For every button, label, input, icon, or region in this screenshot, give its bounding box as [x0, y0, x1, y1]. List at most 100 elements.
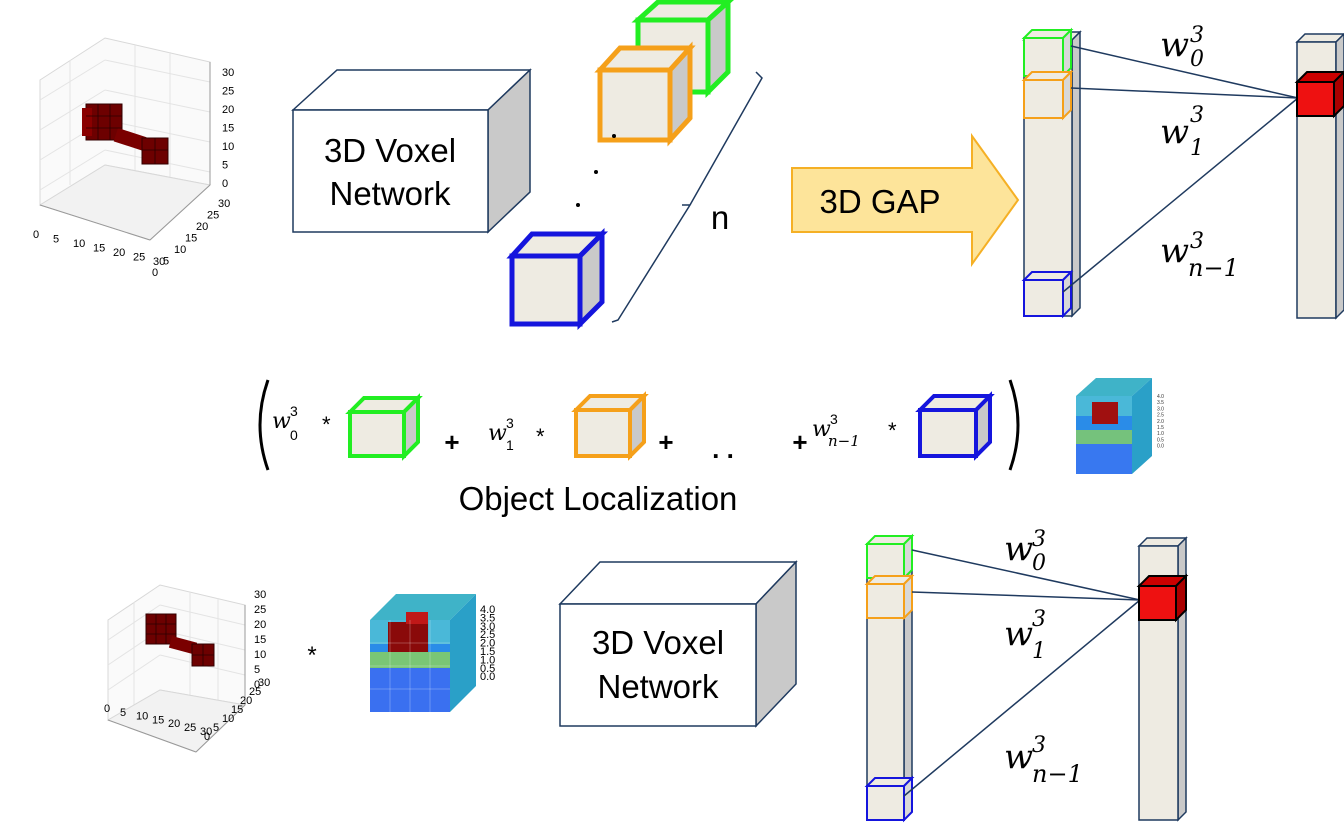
x-tick-label: 10 — [73, 238, 85, 250]
z-tick-label: 20 — [222, 104, 234, 116]
z-tick-label: 1.5 — [1157, 425, 1164, 431]
z-tick-label: 10 — [254, 649, 266, 661]
heatmap-large-ticks: 4.03.53.02.52.01.51.00.50.0 — [480, 604, 495, 683]
z-tick-label: 10 — [222, 141, 234, 153]
weight-label-wn-top: w 3 n−1 — [1160, 229, 1239, 282]
y-tick-label: 15 — [231, 704, 243, 716]
z-tick-label: 3.5 — [480, 612, 495, 624]
gap-cell-blue — [864, 775, 915, 823]
left-paren — [258, 379, 270, 471]
object-localization-caption: Object Localization — [459, 480, 738, 517]
z-tick-label: 15 — [254, 634, 266, 646]
z-tick-label: 2.0 — [480, 638, 495, 650]
svg-text:0: 0 — [1032, 551, 1046, 576]
z-tick-label: 1.0 — [480, 654, 495, 666]
voxel-object-top — [82, 103, 169, 165]
gap-cell-green — [1021, 27, 1074, 79]
n-label: n — [711, 199, 729, 236]
weight-lines-top — [1062, 45, 1299, 293]
svg-text:w: w — [1160, 112, 1189, 152]
network-label-line2: Network — [329, 175, 451, 212]
localization-formula: w 3 0 * + w 3 1 * + . . + w 3 n−1 — [258, 379, 1020, 517]
formula-w0: w 3 0 * — [272, 403, 331, 443]
z-tick-label: 0.0 — [480, 671, 495, 683]
x-tick-label: 5 — [120, 707, 126, 719]
output-vector-bottom — [1136, 536, 1189, 822]
heatmap-cube-large: 4.03.53.02.52.01.51.00.50.0 — [370, 594, 495, 712]
z-tick-label: 0.0 — [1157, 444, 1164, 450]
z-tick-label: 25 — [254, 604, 266, 616]
formula-wn: w 3 n−1 * — [812, 411, 897, 450]
x-tick-label: 10 — [136, 711, 148, 723]
y-tick-label: 30 — [218, 198, 230, 210]
z-tick-label: 30 — [254, 589, 266, 601]
y-tick-label: 0 — [152, 267, 158, 279]
svg-text:3: 3 — [506, 415, 514, 431]
gap-cell-orange — [1021, 69, 1074, 121]
svg-text:3: 3 — [1032, 733, 1046, 758]
x-tick-label: 30 — [153, 256, 165, 268]
formula-w1: w 3 1 * — [488, 415, 545, 453]
formula-cube-orange — [571, 391, 649, 461]
z-tick-label: 3.0 — [480, 621, 495, 633]
gap-vector-top — [1021, 27, 1082, 319]
gap-cell-orange — [864, 573, 915, 621]
z-tick-label: 4.0 — [480, 604, 495, 616]
x-tick-label: 0 — [104, 703, 110, 715]
weight-label-w1-top: w 3 1 — [1160, 103, 1204, 161]
gap-arrow: 3D GAP — [791, 132, 1020, 268]
y-tick-label: 25 — [207, 210, 219, 222]
y-tick-label: 20 — [196, 221, 208, 233]
x-tick-label: 20 — [113, 247, 125, 259]
svg-text:w: w — [1004, 529, 1033, 569]
network-label-line1: 3D Voxel — [592, 624, 724, 661]
voxel-object-bottom — [145, 613, 215, 667]
z-tick-label: 20 — [254, 619, 266, 631]
dots-top — [576, 134, 616, 207]
z-tick-label: 5 — [222, 160, 228, 172]
x-tick-label: 30 — [200, 726, 212, 738]
formula-cube-green — [345, 393, 423, 461]
svg-text:*: * — [322, 412, 331, 437]
output-vector-top — [1294, 32, 1344, 320]
svg-text:3: 3 — [1032, 607, 1046, 632]
network-label-line1: 3D Voxel — [324, 132, 456, 169]
svg-text:w: w — [1160, 25, 1189, 65]
multiply-star: * — [307, 642, 316, 669]
gap-label: 3D GAP — [819, 183, 940, 220]
weight-lines-bottom — [903, 549, 1141, 797]
y-tick-label: 30 — [258, 677, 270, 689]
formula-cube-blue — [915, 391, 995, 461]
weight-label-w0-bottom: w 3 0 — [1004, 527, 1046, 576]
svg-text:n−1: n−1 — [828, 432, 860, 450]
svg-text:1: 1 — [1190, 136, 1204, 161]
x-tick-label: 25 — [184, 722, 196, 734]
svg-text:3: 3 — [1190, 103, 1204, 128]
heatmap-cube-small: 4.03.53.02.52.01.51.00.50.0 — [1076, 378, 1164, 474]
svg-text:w: w — [812, 417, 831, 442]
y-tick-label: 5 — [163, 256, 169, 268]
z-tick-label: 5 — [254, 664, 260, 676]
formula-dots: . . — [712, 434, 734, 464]
x-tick-label: 0 — [33, 229, 39, 241]
svg-text:0: 0 — [1190, 47, 1204, 72]
z-tick-label: 30 — [222, 67, 234, 79]
svg-text:3: 3 — [830, 411, 838, 427]
gap-cell-green — [864, 533, 915, 581]
svg-text:w: w — [1160, 231, 1189, 271]
plus-2: + — [658, 427, 673, 457]
z-tick-label: 2.5 — [1157, 413, 1164, 419]
svg-text:3: 3 — [1190, 23, 1204, 48]
voxel-network-box-bottom: 3D Voxel Network — [558, 560, 798, 728]
voxel-network-box-top: 3D Voxel Network — [291, 68, 532, 234]
plus-3: + — [792, 427, 807, 457]
x-tick-label: 15 — [152, 714, 164, 726]
svg-text:3: 3 — [290, 403, 298, 419]
svg-text:w: w — [272, 409, 291, 434]
